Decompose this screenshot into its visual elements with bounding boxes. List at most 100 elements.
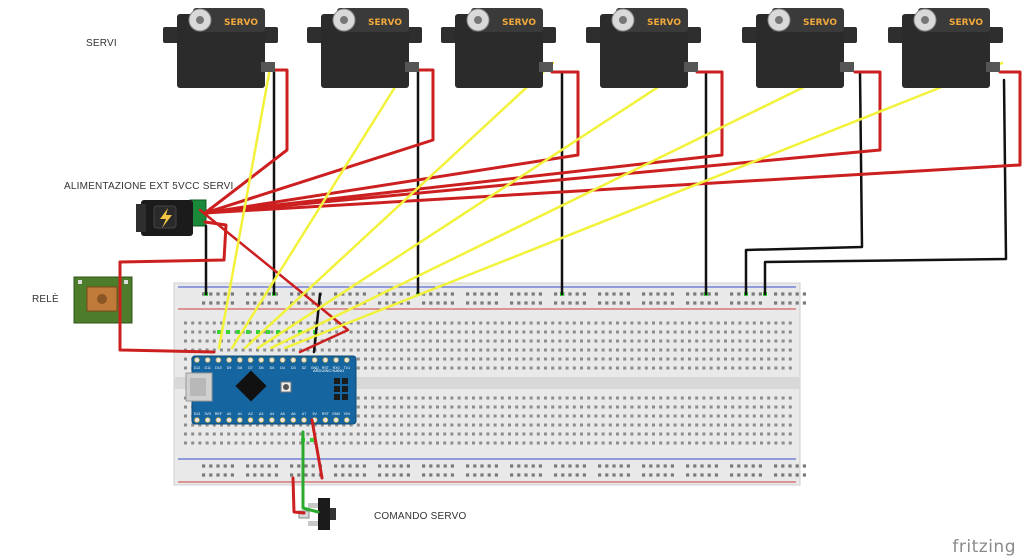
breadboard-hole [248,432,252,436]
breadboard-hole-row [184,321,792,325]
servo-body [321,14,409,88]
breadboard-hole [263,348,267,352]
breadboard-hole [399,464,403,468]
breadboard-hole [565,330,569,334]
breadboard-hole [608,330,612,334]
breadboard-hole [355,292,359,296]
arduino-pin [215,417,222,423]
breadboard-hole [601,441,605,445]
breadboard-hole [428,321,432,325]
breadboard-hole [510,464,514,468]
arduino-pin-label: D3 [291,366,296,370]
breadboard-hole [400,414,403,418]
breadboard-hole [320,432,324,436]
breadboard-hole [364,366,367,370]
breadboard-hole [487,301,491,305]
breadboard-hole [544,396,547,400]
breadboard-hole [400,396,403,400]
arduino-pin-label: A3 [259,412,263,416]
breadboard-hole [364,348,367,352]
breadboard-hole [673,405,677,409]
breadboard-hole [472,339,475,343]
breadboard-hole [630,357,634,361]
breadboard-hole [223,301,227,305]
breadboard-hole [202,464,206,468]
breadboard-hole [299,321,303,325]
breadboard-hole [561,473,565,477]
breadboard-hole-row [184,441,792,445]
breadboard-hole [572,357,576,361]
breadboard-hole [407,357,411,361]
servo-connector [261,62,275,72]
servo-command-label: COMANDO SERVO [374,511,467,522]
servo-body [600,14,688,88]
breadboard-hole [744,301,748,305]
breadboard-hole [558,396,562,400]
servo-horn-hub [921,16,929,24]
breadboard-hole [184,357,187,361]
breadboard-hole [663,464,667,468]
breadboard-hole [227,348,231,352]
breadboard-hole [724,330,727,334]
breadboard-hole [616,339,619,343]
power-wire [198,208,350,354]
breadboard-hole [349,339,353,343]
breadboard-hole [774,405,778,409]
ext-power-label: ALIMENTAZIONE EXT 5VCC SERVI [64,181,234,192]
arduino-pin-label: D7 [248,366,253,370]
breadboard-hole [558,441,562,445]
breadboard-hole [724,423,727,427]
switch-pin [298,510,310,519]
breadboard-hole [774,414,778,418]
breadboard-hole [536,414,540,418]
breadboard-hole [371,405,375,409]
breadboard-hole [277,339,281,343]
breadboard-hole [385,292,389,296]
breadboard-hole [745,339,749,343]
breadboard-hole [637,405,641,409]
servo-motor: SERVO [586,8,701,88]
servo-top [337,8,409,32]
breadboard-hole [551,396,555,400]
breadboard-hole [644,348,648,352]
breadboard-hole [241,321,245,325]
breadboard-hole [572,330,576,334]
breadboard-hole [608,441,612,445]
breadboard-hole [663,292,667,296]
breadboard-hole-row [184,432,792,436]
breadboard-hole [601,432,605,436]
breadboard-hole [443,405,447,409]
breadboard-hole [515,357,519,361]
breadboard-hole [731,366,735,370]
breadboard-hole [297,301,301,305]
breadboard-hole [297,464,301,468]
breadboard-hole [284,432,288,436]
breadboard-hole [774,464,778,468]
breadboard-hole [594,441,598,445]
lightning-icon [160,208,172,228]
breadboard-hole [731,396,735,400]
arduino-pin-label: D13 [194,412,201,416]
signal-wire [230,61,412,350]
breadboard-hole [306,339,310,343]
breadboard-hole [601,423,605,427]
breadboard-hole [400,441,403,445]
breadboard-hole [355,473,359,477]
breadboard-hole [241,339,245,343]
breadboard-hole [421,441,425,445]
breadboard-hole [270,330,274,334]
breadboard-hole [680,423,684,427]
breadboard-hole [580,348,583,352]
breadboard-hole [680,366,684,370]
breadboard-hole [306,330,310,334]
breadboard-hole [407,441,411,445]
breadboard-hole [450,348,454,352]
breadboard-hole [335,423,339,427]
breadboard-hole [443,414,447,418]
breadboard-hole [714,473,718,477]
arduino-pin [247,357,254,363]
breadboard-hole [608,348,612,352]
breadboard-hole [227,432,231,436]
breadboard-hole [385,405,389,409]
